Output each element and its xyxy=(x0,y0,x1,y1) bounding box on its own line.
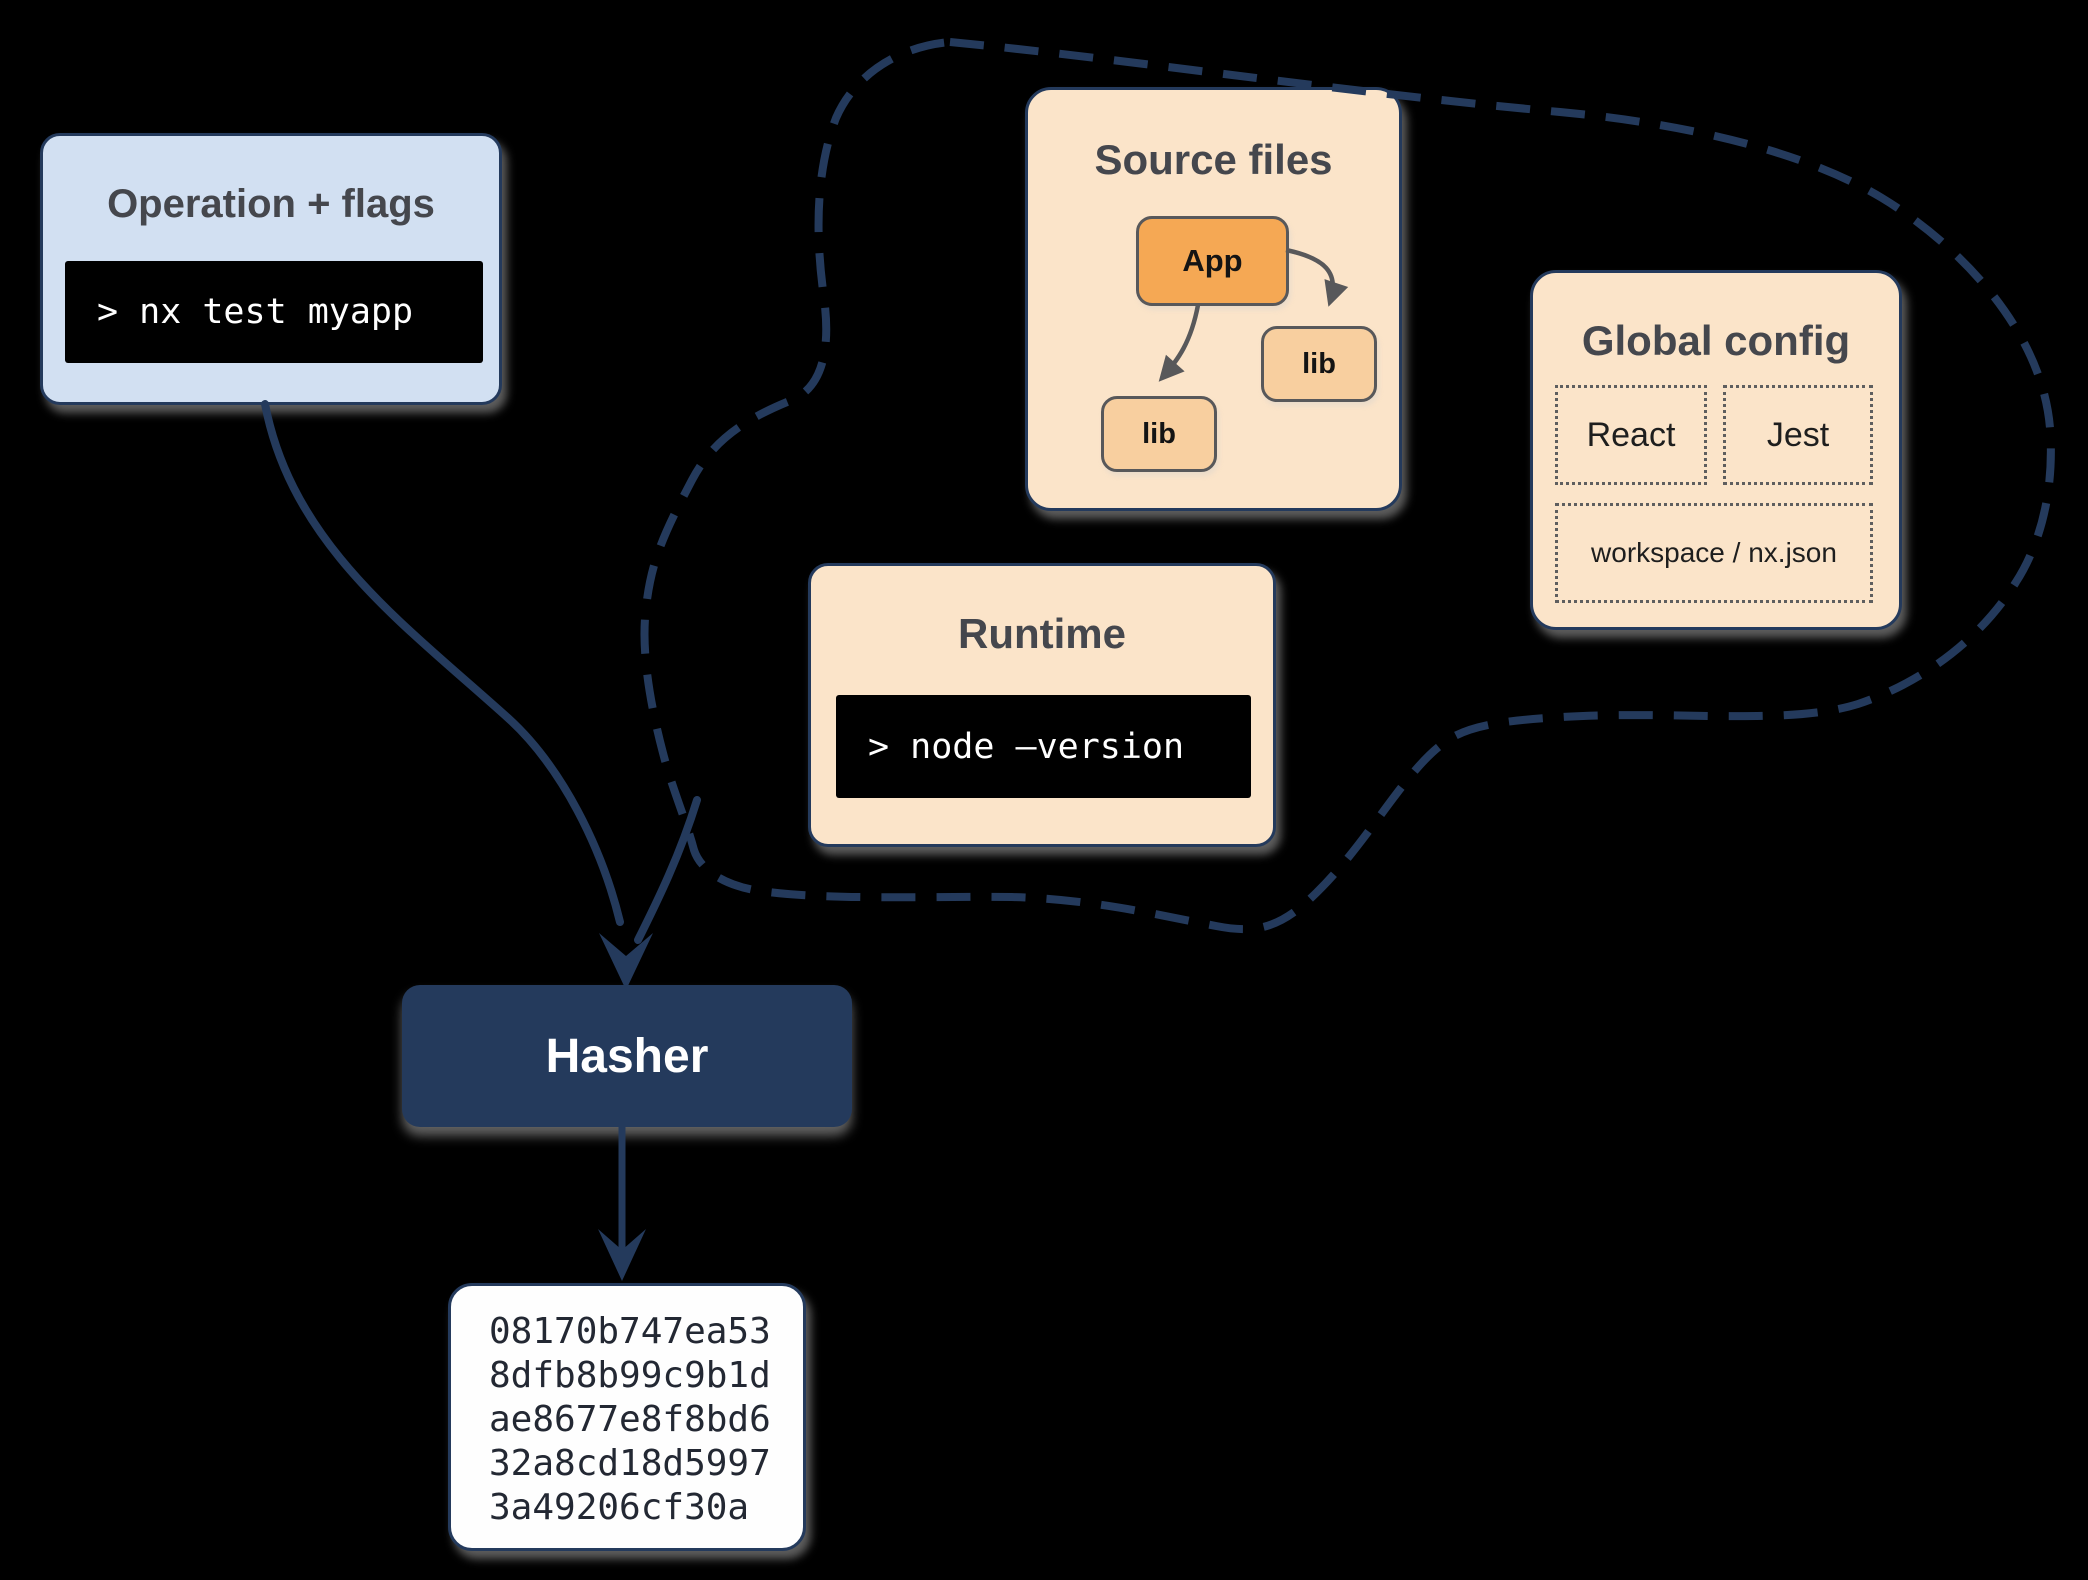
config-item-react: React xyxy=(1555,385,1707,485)
operation-flags-title: Operation + flags xyxy=(107,182,435,226)
runtime-box: Runtime > node –version xyxy=(808,563,1276,847)
operation-terminal: > nx test myapp xyxy=(65,261,483,363)
hash-output-box: 08170b747ea53 8dfb8b99c9b1d ae8677e8f8bd… xyxy=(448,1283,806,1551)
operation-to-hasher-connector xyxy=(261,400,624,926)
lib-node-right: lib xyxy=(1261,326,1377,402)
app-node: App xyxy=(1136,216,1289,306)
global-config-box: Global config React Jest workspace / nx.… xyxy=(1530,270,1902,630)
config-item-jest: Jest xyxy=(1723,385,1873,485)
runtime-command: > node –version xyxy=(868,726,1185,767)
config-item-workspace-nxjson: workspace / nx.json xyxy=(1555,503,1873,603)
hash-line: 3a49206cf30a xyxy=(489,1487,750,1528)
hash-line: 8dfb8b99c9b1d xyxy=(489,1355,771,1396)
hash-output-arrowhead-icon xyxy=(598,1229,646,1281)
hash-line: ae8677e8f8bd6 xyxy=(489,1399,771,1440)
source-files-box: Source files App lib lib xyxy=(1025,87,1402,511)
hasher-label: Hasher xyxy=(545,1029,709,1083)
source-files-title: Source files xyxy=(1094,136,1333,183)
hasher-box: Hasher xyxy=(402,985,852,1127)
hash-line: 32a8cd18d5997 xyxy=(489,1443,771,1484)
lib-node-left: lib xyxy=(1101,396,1217,472)
cloud-to-hasher-connector xyxy=(634,796,701,944)
hasher-arrowhead-icon xyxy=(599,933,653,990)
operation-flags-box: Operation + flags > nx test myapp xyxy=(40,133,502,405)
global-config-title: Global config xyxy=(1581,317,1851,364)
runtime-terminal: > node –version xyxy=(836,695,1251,798)
hash-line: 08170b747ea53 xyxy=(489,1311,771,1352)
operation-command: > nx test myapp xyxy=(97,292,414,332)
runtime-title: Runtime xyxy=(958,610,1126,657)
